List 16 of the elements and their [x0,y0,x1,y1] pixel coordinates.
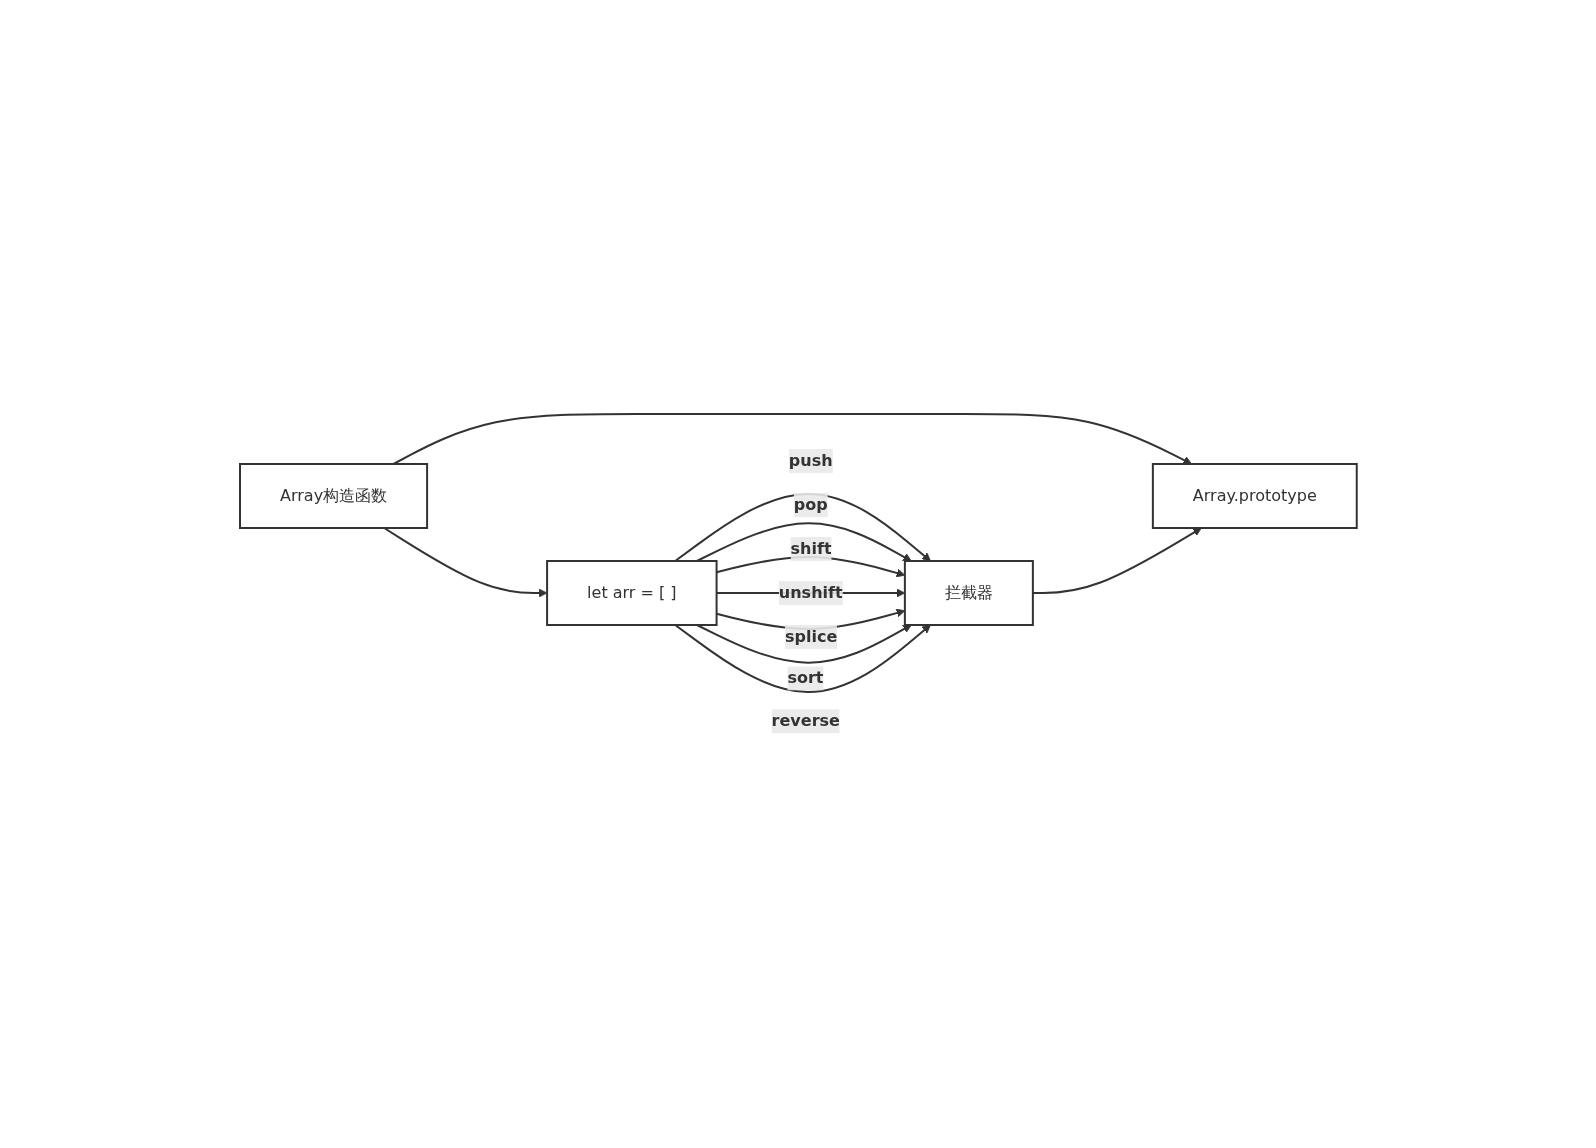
arrow [392,413,1192,466]
edge-label: splice [784,627,837,647]
edge-label: pop [793,495,828,515]
node-box: Array.prototype [1151,463,1358,530]
node-box: let arr = [ ] [545,560,718,627]
edge-label: reverse [771,711,840,731]
edge-label: sort [787,668,824,688]
node-box: Array构造函数 [238,463,428,530]
edge-label: unshift [778,583,843,603]
node-box: 拦截器 [903,560,1034,627]
arrow [695,624,912,664]
arrow [695,522,912,563]
arrow [673,624,931,694]
arrow [673,493,931,563]
edge-label: push [788,451,833,471]
edge-label: shift [790,539,832,559]
